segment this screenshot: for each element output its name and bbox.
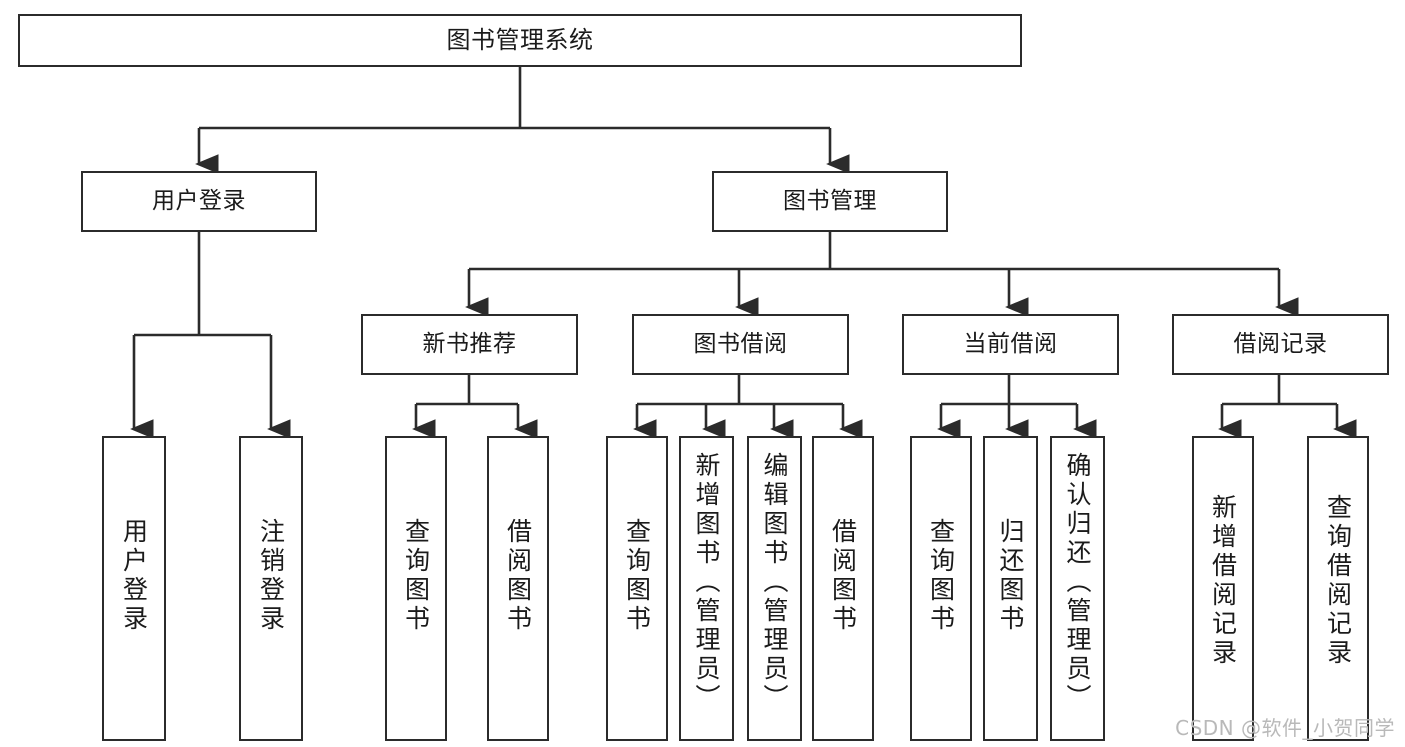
node-leaf-add-record-label: 新增借阅记录 [1208, 494, 1238, 668]
node-leaf-edit-book[interactable]: 编辑图书（管理员） [747, 436, 802, 741]
node-leaf-logout-login-label: 注销登录 [256, 518, 286, 634]
node-leaf-borrow-book-1[interactable]: 借阅图书 [487, 436, 549, 741]
node-leaf-user-login-label: 用户登录 [119, 518, 149, 634]
node-leaf-add-book-label: 新增图书（管理员） [692, 452, 721, 713]
node-leaf-return-book-label: 归还图书 [996, 518, 1025, 634]
node-leaf-query-book-1[interactable]: 查询图书 [385, 436, 447, 741]
node-leaf-add-record[interactable]: 新增借阅记录 [1192, 436, 1254, 741]
csdn-watermark: CSDN @软件_小贺同学 [1175, 716, 1395, 740]
node-book-borrow-label: 图书借阅 [693, 330, 788, 357]
node-leaf-query-book-2-label: 查询图书 [622, 518, 652, 634]
node-borrow-record-label: 借阅记录 [1233, 330, 1328, 357]
node-leaf-confirm-return-label: 确认归还（管理员） [1063, 452, 1092, 713]
node-user-login-label: 用户登录 [152, 187, 246, 214]
node-leaf-logout-login[interactable]: 注销登录 [239, 436, 303, 741]
node-leaf-query-record-label: 查询借阅记录 [1323, 494, 1353, 668]
node-borrow-record[interactable]: 借阅记录 [1172, 314, 1389, 375]
node-book-manage[interactable]: 图书管理 [712, 171, 948, 232]
node-leaf-borrow-book-1-label: 借阅图书 [503, 518, 533, 634]
node-book-manage-label: 图书管理 [783, 187, 877, 214]
node-root-system[interactable]: 图书管理系统 [18, 14, 1022, 67]
node-leaf-query-record[interactable]: 查询借阅记录 [1307, 436, 1369, 741]
node-leaf-confirm-return[interactable]: 确认归还（管理员） [1050, 436, 1105, 741]
node-current-borrow[interactable]: 当前借阅 [902, 314, 1119, 375]
node-new-book-recommend-label: 新书推荐 [422, 330, 517, 357]
node-leaf-query-book-1-label: 查询图书 [401, 518, 431, 634]
node-leaf-query-book-3-label: 查询图书 [926, 518, 956, 634]
node-current-borrow-label: 当前借阅 [963, 330, 1058, 357]
node-leaf-borrow-book-2[interactable]: 借阅图书 [812, 436, 874, 741]
node-leaf-query-book-3[interactable]: 查询图书 [910, 436, 972, 741]
node-new-book-recommend[interactable]: 新书推荐 [361, 314, 578, 375]
node-leaf-query-book-2[interactable]: 查询图书 [606, 436, 668, 741]
node-leaf-return-book[interactable]: 归还图书 [983, 436, 1038, 741]
node-root-system-label: 图书管理系统 [446, 26, 594, 55]
node-leaf-add-book[interactable]: 新增图书（管理员） [679, 436, 734, 741]
node-leaf-borrow-book-2-label: 借阅图书 [828, 518, 858, 634]
node-leaf-edit-book-label: 编辑图书（管理员） [760, 452, 789, 713]
node-book-borrow[interactable]: 图书借阅 [632, 314, 849, 375]
node-user-login[interactable]: 用户登录 [81, 171, 317, 232]
node-leaf-user-login[interactable]: 用户登录 [102, 436, 166, 741]
